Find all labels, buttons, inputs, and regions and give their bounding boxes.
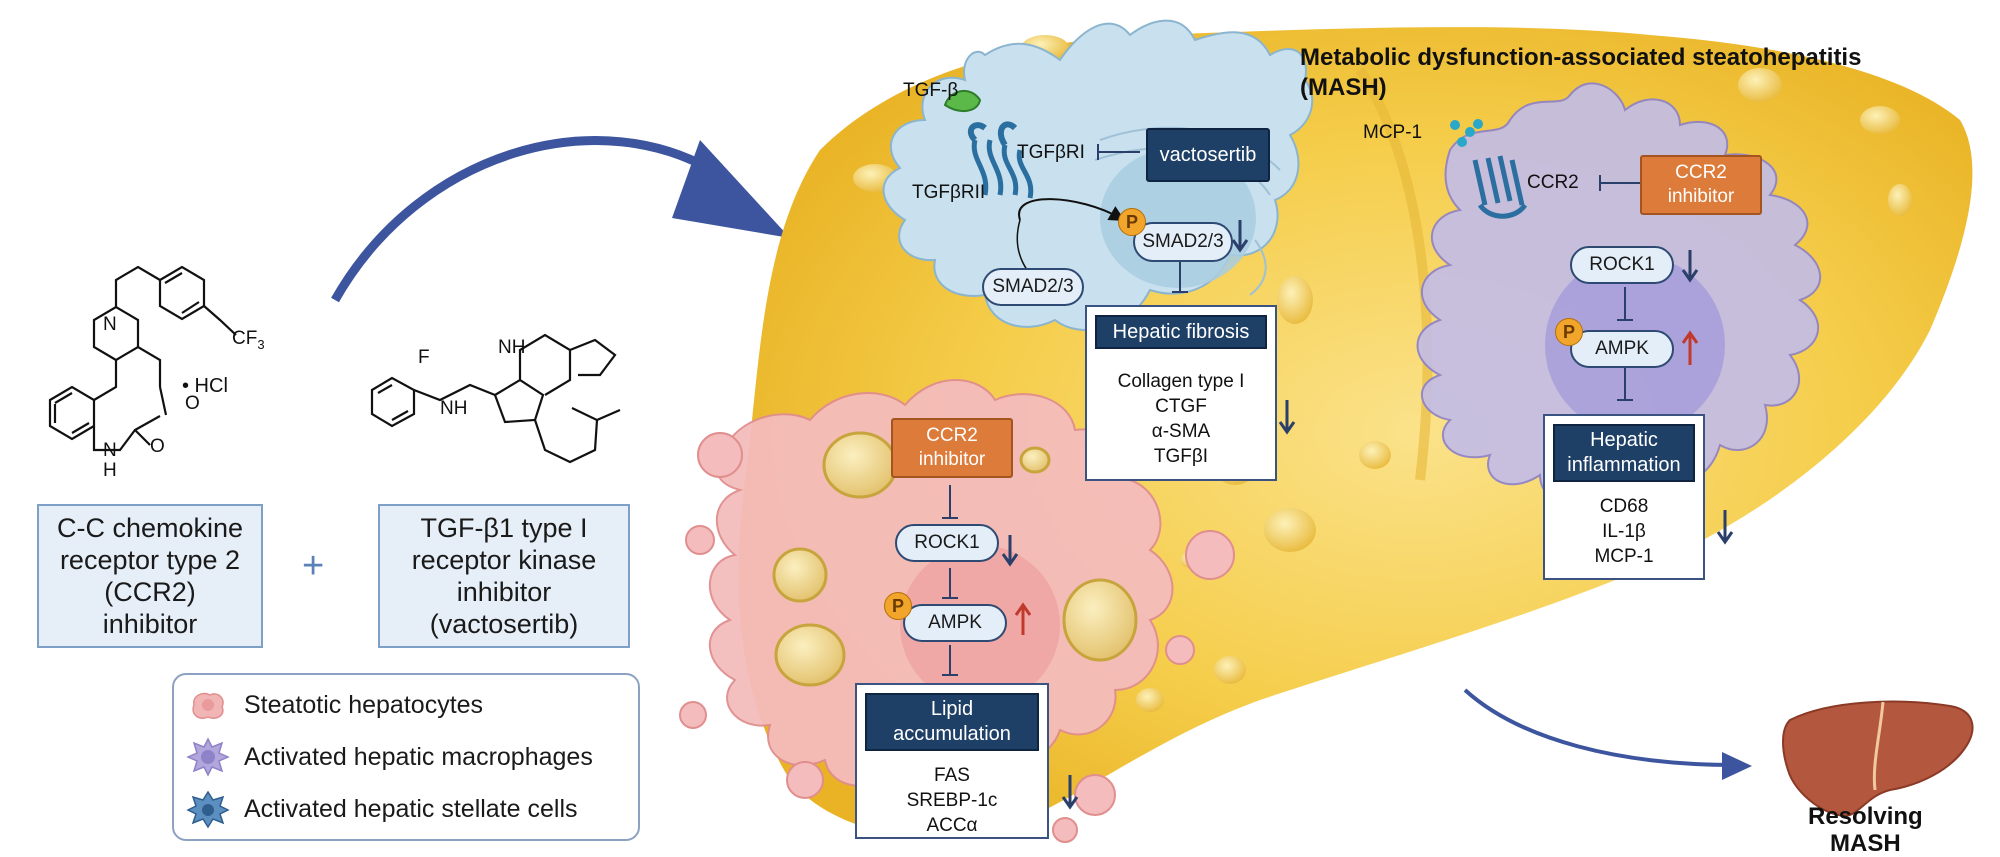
atom-o: O bbox=[185, 393, 200, 414]
resolving-arrow-head bbox=[1722, 752, 1752, 780]
title-line-2: (MASH) bbox=[1300, 74, 1387, 101]
inflammation-header: Hepatic inflammation bbox=[1553, 424, 1695, 482]
legend-label: Activated hepatic stellate cells bbox=[244, 794, 578, 823]
inflammation-outcome-box: Hepatic inflammation CD68 IL-1β MCP-1 bbox=[1543, 414, 1705, 580]
mcp1-ligand bbox=[1450, 119, 1483, 147]
hepatocyte-rock1-pill: ROCK1 bbox=[895, 524, 999, 562]
disease-title: Metabolic dysfunction-associated steatoh… bbox=[1300, 43, 1861, 103]
atom-nh-imidazole: NH bbox=[498, 337, 526, 358]
atom-h: H bbox=[103, 460, 117, 481]
liver-lobe-divide bbox=[1355, 67, 1433, 481]
resolving-mash-label: Resolving MASH bbox=[1808, 803, 1923, 857]
change-arrows bbox=[1001, 220, 1734, 810]
ccr2-receptor bbox=[1472, 155, 1528, 219]
mcp1-label: MCP-1 bbox=[1363, 122, 1423, 143]
fibrosis-header: Hepatic fibrosis bbox=[1095, 315, 1267, 349]
macrophage-ampk-pill: AMPK bbox=[1570, 330, 1674, 368]
atom-cf3: CF3 bbox=[232, 328, 265, 352]
lipid-outcome-box: Lipid accumulation FAS SREBP-1c ACCα bbox=[855, 683, 1049, 839]
legend-item-stellate: Activated hepatic stellate cells bbox=[174, 789, 578, 829]
ccr2-inhibitor-box: C-C chemokine receptor type 2 (CCR2) inh… bbox=[37, 504, 263, 648]
stellate-legend-icon bbox=[186, 790, 230, 829]
atom-n-ring: N bbox=[103, 440, 117, 461]
lipid-markers: FAS SREBP-1c ACCα bbox=[906, 765, 998, 836]
legend-label: Activated hepatic macrophages bbox=[244, 742, 593, 771]
hepatocyte-legend-icon bbox=[192, 692, 224, 719]
ccr2-receptor-label: CCR2 bbox=[1527, 172, 1579, 193]
fibrosis-outcome-box: Hepatic fibrosis Collagen type I CTGF α-… bbox=[1085, 305, 1277, 481]
healthy-liver-icon bbox=[1782, 700, 1974, 817]
treatment-arrow bbox=[331, 136, 723, 303]
treatment-arrow-head bbox=[672, 140, 790, 238]
tgfbrii-label: TGFβRII bbox=[912, 182, 986, 203]
hepatocyte-ampk-pill: AMPK bbox=[903, 604, 1007, 642]
hepatocyte-ccr2-inhibitor-box: CCR2 inhibitor bbox=[891, 418, 1013, 478]
ccr2-inhibitor-structure bbox=[48, 265, 237, 452]
tgfb-receptors bbox=[967, 121, 1034, 199]
macrophage-rock1-pill: ROCK1 bbox=[1570, 246, 1674, 284]
psmad-pill: SMAD2/3 bbox=[1133, 222, 1233, 262]
smad-arrow bbox=[1018, 198, 1126, 221]
tgfb-label: TGF-β bbox=[903, 80, 959, 101]
resolving-arrow bbox=[1463, 688, 1736, 767]
vactosertib-box: TGF-β1 type I receptor kinase inhibitor … bbox=[378, 504, 630, 648]
tgfbri-label: TGFβRI bbox=[1017, 142, 1085, 163]
vactosertib-structure bbox=[370, 333, 621, 464]
fibrosis-markers: Collagen type I CTGF α-SMA TGFβI bbox=[1117, 371, 1245, 467]
phospho-tag: P bbox=[884, 592, 912, 620]
hcl-salt: • HCl bbox=[182, 375, 228, 397]
legend-label: Steatotic hepatocytes bbox=[244, 690, 484, 719]
atom-nh: NH bbox=[440, 398, 468, 419]
legend-item-macrophages: Activated hepatic macrophages bbox=[174, 737, 593, 777]
atom-o-carbonyl: O bbox=[150, 436, 165, 457]
phospho-tag: P bbox=[1118, 208, 1146, 236]
phospho-tag: P bbox=[1555, 318, 1583, 346]
hepatocyte-blebs bbox=[679, 432, 1235, 843]
cell-legend: Steatotic hepatocytes Activated hepatic … bbox=[172, 673, 640, 841]
legend-item-hepatocytes: Steatotic hepatocytes bbox=[174, 685, 483, 725]
atom-f: F bbox=[418, 347, 430, 368]
tgfb-ligand bbox=[943, 90, 982, 112]
lipid-droplets bbox=[772, 431, 1138, 687]
plus-sign: + bbox=[302, 545, 325, 587]
smad-pill: SMAD2/3 bbox=[982, 268, 1084, 306]
macrophage-legend-icon bbox=[186, 737, 230, 777]
title-line-1: Metabolic dysfunction-associated steatoh… bbox=[1300, 44, 1862, 71]
vactosertib-drug-box: vactosertib bbox=[1146, 128, 1270, 182]
lipid-header: Lipid accumulation bbox=[865, 693, 1039, 751]
inhibition-lines bbox=[942, 144, 1645, 676]
atom-n: N bbox=[103, 314, 117, 335]
inflammation-markers: CD68 IL-1β MCP-1 bbox=[1594, 496, 1654, 567]
macrophage-ccr2-inhibitor-box: CCR2 inhibitor bbox=[1640, 155, 1762, 215]
